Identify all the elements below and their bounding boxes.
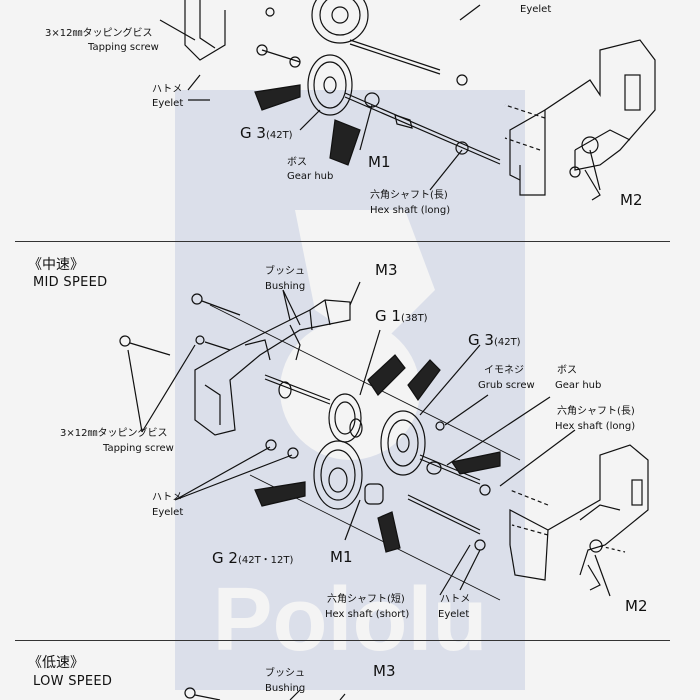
mid-g1-code: G 1	[375, 307, 401, 325]
mid-g2-label: G 2(42T・12T)	[212, 549, 293, 567]
top-tapping-screw-jp: 3×12㎜タッピングビス	[45, 28, 153, 39]
low-bushing-jp: ブッシュ	[265, 668, 305, 679]
mid-speed-title-en: MID SPEED	[33, 275, 108, 290]
mid-g2-teeth: (42T・12T)	[237, 555, 294, 566]
mid-bushing-jp: ブッシュ	[265, 266, 305, 277]
low-m3-label: M3	[373, 662, 396, 680]
low-speed-title-en: LOW SPEED	[33, 674, 113, 689]
top-gear-hub-jp: ボス	[287, 157, 307, 168]
mid-eyelet-en: Eyelet	[152, 507, 184, 518]
mid-bushing-en: Bushing	[265, 281, 306, 292]
section-divider-bottom	[15, 640, 670, 641]
top-hex-shaft-long-jp: 六角シャフト(長)	[370, 190, 448, 201]
mid-m2-label: M2	[625, 597, 648, 615]
mid-m3-label: M3	[375, 261, 398, 279]
top-m1-label: M1	[368, 153, 391, 171]
mid-g1-label: G 1(38T)	[375, 307, 428, 325]
mid-hex-shaft-long-en: Hex shaft (long)	[555, 421, 636, 432]
top-m2-label: M2	[620, 191, 643, 209]
top-g3-teeth: (42T)	[265, 130, 293, 141]
mid-gear-hub-jp: ボス	[557, 365, 577, 376]
mid-grub-screw-en: Grub screw	[478, 380, 535, 391]
mid-hex-shaft-short-en: Hex shaft (short)	[325, 609, 410, 620]
low-bushing-en: Bushing	[265, 683, 306, 694]
mid-g3-code: G 3	[468, 331, 494, 349]
mid-eyelet2-jp: ハトメ	[440, 594, 471, 605]
mid-hex-shaft-long-jp: 六角シャフト(長)	[557, 406, 635, 417]
mid-g1-teeth: (38T)	[400, 313, 428, 324]
top-eyelet-en: Eyelet	[152, 98, 184, 109]
mid-g3-label: G 3(42T)	[468, 331, 521, 349]
top-g3-code: G 3	[240, 124, 266, 142]
mid-hex-shaft-short-jp: 六角シャフト(短)	[327, 594, 405, 605]
pololu-watermark-logo: Pololu	[175, 90, 525, 690]
mid-grub-screw-jp: イモネジ	[484, 365, 524, 376]
top-tapping-screw-en: Tapping screw	[88, 42, 159, 53]
mid-tapping-screw-jp: 3×12㎜タッピングビス	[60, 428, 168, 439]
mid-speed-title-jp: 《中速》	[28, 257, 84, 273]
mid-g3-teeth: (42T)	[493, 337, 521, 348]
section-divider-top	[15, 241, 670, 242]
mid-tapping-screw-en: Tapping screw	[103, 443, 174, 454]
top-eyelet-label-upper: Eyelet	[520, 4, 552, 15]
mid-eyelet2-en: Eyelet	[438, 609, 470, 620]
mid-eyelet-jp: ハトメ	[152, 492, 183, 503]
top-gear-hub-en: Gear hub	[287, 171, 334, 182]
svg-text:Pololu: Pololu	[213, 570, 488, 670]
mid-g2-code: G 2	[212, 549, 238, 567]
mid-gear-hub-en: Gear hub	[555, 380, 602, 391]
top-hex-shaft-long-en: Hex shaft (long)	[370, 205, 451, 216]
low-speed-title-jp: 《低速》	[28, 655, 84, 671]
top-g3-label: G 3(42T)	[240, 124, 293, 142]
mid-m1-label: M1	[330, 548, 353, 566]
top-eyelet-jp: ハトメ	[152, 84, 183, 95]
